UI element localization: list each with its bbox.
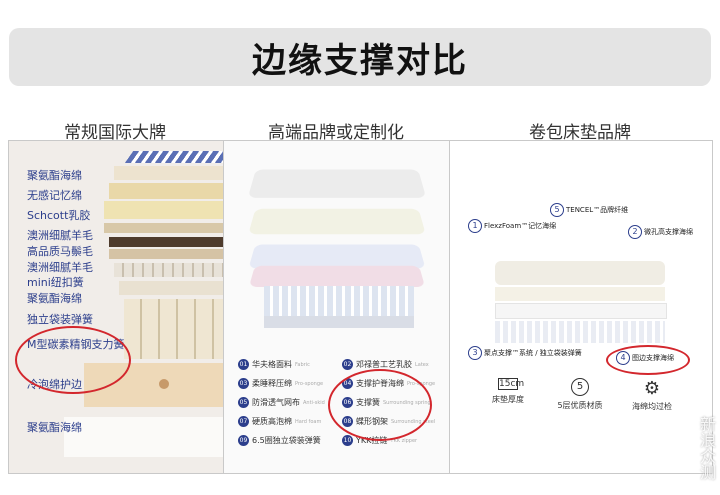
legend-num: 10 bbox=[342, 435, 353, 446]
label-wool-2: 澳洲细腻羊毛 bbox=[27, 261, 93, 274]
ruler-icon: 15cm bbox=[498, 378, 525, 390]
callout-num: 3 bbox=[468, 346, 482, 360]
feature-label: 床垫厚度 bbox=[492, 395, 524, 404]
callout-text: TENCEL™品牌纤维 bbox=[566, 206, 629, 214]
column-heading-2: 高端品牌或定制化 bbox=[268, 123, 404, 143]
feature-label: 海绵均过检 bbox=[632, 402, 672, 411]
wool-layer bbox=[104, 223, 224, 233]
label-horsehair: 高品质马鬃毛 bbox=[27, 245, 93, 258]
feature-thickness: 15cm 床垫厚度 bbox=[478, 378, 538, 405]
foam-layer bbox=[114, 166, 224, 180]
callout-text: 微孔高支撑海绵 bbox=[644, 228, 693, 236]
panel-rolled-mattress-brand: 5 TENCEL™品牌纤维 1 FlexzFoam™记忆海绵 2 微孔高支撑海绵… bbox=[449, 140, 713, 474]
legend-num: 09 bbox=[238, 435, 249, 446]
title-bar: 边缘支撑对比 bbox=[9, 28, 711, 86]
callout-num: 5 bbox=[550, 203, 564, 217]
horsehair-layer bbox=[109, 237, 224, 247]
layer-01 bbox=[247, 169, 427, 198]
label-mini-spring: mini纽扣簧 bbox=[27, 276, 84, 289]
latex-layer bbox=[104, 201, 224, 219]
edge-foam-hole bbox=[159, 379, 169, 389]
label-memory-foam: 无感记忆绵 bbox=[27, 189, 82, 202]
label-pu-foam-2: 聚氨酯海绵 bbox=[27, 292, 82, 305]
layer-support-foam bbox=[495, 303, 667, 319]
mini-spring-layer bbox=[114, 263, 224, 277]
highlight-oval bbox=[606, 345, 690, 375]
label-latex: Schcott乳胶 bbox=[27, 209, 91, 222]
page-title: 边缘支撑对比 bbox=[252, 40, 468, 81]
callout-text: 聚点支撑™系统 / 独立袋装弹簧 bbox=[484, 349, 582, 357]
highlight-oval bbox=[15, 326, 131, 394]
gear-icon: ⚙ bbox=[643, 378, 661, 399]
panel-international-brand: 聚氨酯海绵 无感记忆绵 Schcott乳胶 澳洲细腻羊毛 高品质马鬃毛 澳洲细腻… bbox=[8, 140, 224, 474]
highlight-oval bbox=[328, 369, 432, 441]
foam-layer-2 bbox=[119, 281, 224, 295]
legend-text: 柔睡释压绵 bbox=[252, 379, 292, 388]
top-fabric-layer bbox=[124, 151, 224, 163]
feature-layers: 5 5层优质材质 bbox=[550, 378, 610, 411]
column-heading-1: 常规国际大牌 bbox=[64, 123, 166, 143]
label-pu-foam-3: 聚氨酯海绵 bbox=[27, 421, 82, 434]
spring-layer bbox=[264, 286, 414, 316]
layer-memory-foam bbox=[495, 287, 665, 301]
label-wool: 澳洲细腻羊毛 bbox=[27, 229, 93, 242]
pocket-spring-layer bbox=[124, 299, 224, 359]
legend-num: 02 bbox=[342, 359, 353, 370]
legend-num: 07 bbox=[238, 416, 249, 427]
legend-text: 6.5圈独立袋装弹簧 bbox=[252, 436, 321, 445]
legend-text: 邓禄普工艺乳胶 bbox=[356, 360, 412, 369]
callout-num: 2 bbox=[628, 225, 642, 239]
label-pocket-spring: 独立袋装弹簧 bbox=[27, 313, 93, 326]
base-foam-layer bbox=[64, 417, 224, 457]
watermark: 新 浪 众 测 bbox=[699, 415, 716, 482]
layer-pocket-spring bbox=[495, 321, 665, 343]
legend-sub: Hard foam bbox=[295, 418, 322, 425]
feature-label: 5层优质材质 bbox=[557, 401, 603, 410]
callout-text: FlexzFoam™记忆海绵 bbox=[484, 222, 557, 230]
base-layer bbox=[264, 316, 414, 328]
column-heading-3: 卷包床垫品牌 bbox=[529, 123, 631, 143]
layers-count-icon: 5 bbox=[571, 378, 589, 396]
legend-num: 01 bbox=[238, 359, 249, 370]
callout-num: 1 bbox=[468, 219, 482, 233]
layer-fabric bbox=[495, 261, 665, 285]
feature-inspection: ⚙ 海绵均过检 bbox=[622, 378, 682, 412]
label-pu-foam: 聚氨酯海绵 bbox=[27, 169, 82, 182]
legend-sub: YKK zipper bbox=[390, 437, 418, 444]
legend-num: 05 bbox=[238, 397, 249, 408]
legend-sub: Fabric bbox=[295, 361, 310, 368]
memory-foam-layer bbox=[109, 183, 224, 199]
legend-sub: Latex bbox=[415, 361, 429, 368]
legend-text: 华夫格面料 bbox=[252, 360, 292, 369]
layer-02 bbox=[248, 208, 426, 235]
legend-sub: Anti-skid bbox=[303, 399, 325, 406]
layer-04 bbox=[248, 265, 426, 287]
legend-sub: Pro-sponge bbox=[295, 380, 324, 387]
wool-layer-2 bbox=[109, 249, 224, 259]
legend-text: 硬质高泡棉 bbox=[252, 417, 292, 426]
legend-text: 防滑透气网布 bbox=[252, 398, 300, 407]
legend-num: 03 bbox=[238, 378, 249, 389]
